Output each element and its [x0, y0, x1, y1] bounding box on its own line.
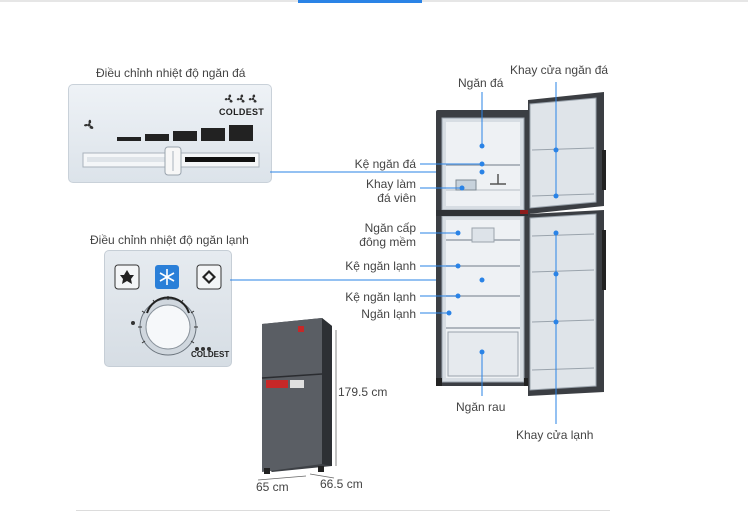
freezer-coldest-label: COLDEST: [219, 107, 265, 117]
ice-cube-icon: [202, 270, 216, 284]
leaf-icon: [120, 270, 134, 284]
freezer-control-panel: COLDEST: [68, 84, 272, 183]
dimension-lines: [257, 330, 337, 481]
level-bar-4: [201, 128, 225, 141]
active-tab-indicator: [298, 0, 422, 3]
label-ngan-rau: Ngăn rau: [456, 400, 506, 414]
label-khay-cua-ngan-da: Khay cửa ngăn đá: [510, 63, 609, 77]
closed-fridge-illustration: [261, 318, 332, 474]
callout-dots: [446, 143, 559, 355]
fridge-coldest-label: COLDEST: [191, 350, 230, 359]
dimension-width: 65 cm: [256, 480, 289, 494]
label-khay-cua-lanh: Khay cửa lạnh: [516, 428, 594, 442]
callout-lines: [420, 82, 557, 424]
level-bar-5: [229, 125, 253, 141]
bottom-divider: [76, 510, 610, 511]
fan-high-icon: [224, 94, 257, 103]
label-ngan-da: Ngăn đá: [458, 76, 504, 90]
label-ngan-cap-dong-mem: Ngăn cấp đông mềm: [359, 221, 416, 249]
label-khay-lam-da-vien: Khay làm đá viên: [365, 177, 416, 205]
dial-low-icon: [131, 321, 135, 325]
dimension-depth: 66.5 cm: [320, 477, 363, 491]
level-bar-3: [173, 131, 197, 141]
freezer-level-bars: [82, 94, 260, 176]
dial-high-icon: [195, 347, 211, 351]
dimension-height: 179.5 cm: [338, 385, 388, 399]
open-fridge-illustration: [436, 92, 606, 396]
fridge-control-title: Điều chỉnh nhiệt độ ngăn lạnh: [90, 233, 249, 247]
label-ke-ngan-da: Kệ ngăn đá: [354, 157, 416, 171]
level-bar-2: [145, 134, 169, 141]
label-ke-ngan-lanh-2: Kệ ngăn lạnh: [345, 290, 416, 304]
freezer-control-title: Điều chỉnh nhiệt độ ngăn đá: [96, 66, 246, 80]
snowflake-icon: [159, 269, 175, 285]
fridge-control-panel: COLDEST: [104, 250, 232, 367]
fan-low-icon: [84, 119, 94, 129]
label-ke-ngan-lanh-1: Kệ ngăn lạnh: [345, 259, 416, 273]
fridge-dial-svg: [114, 264, 222, 356]
label-ngan-lanh: Ngăn lạnh: [361, 307, 416, 321]
